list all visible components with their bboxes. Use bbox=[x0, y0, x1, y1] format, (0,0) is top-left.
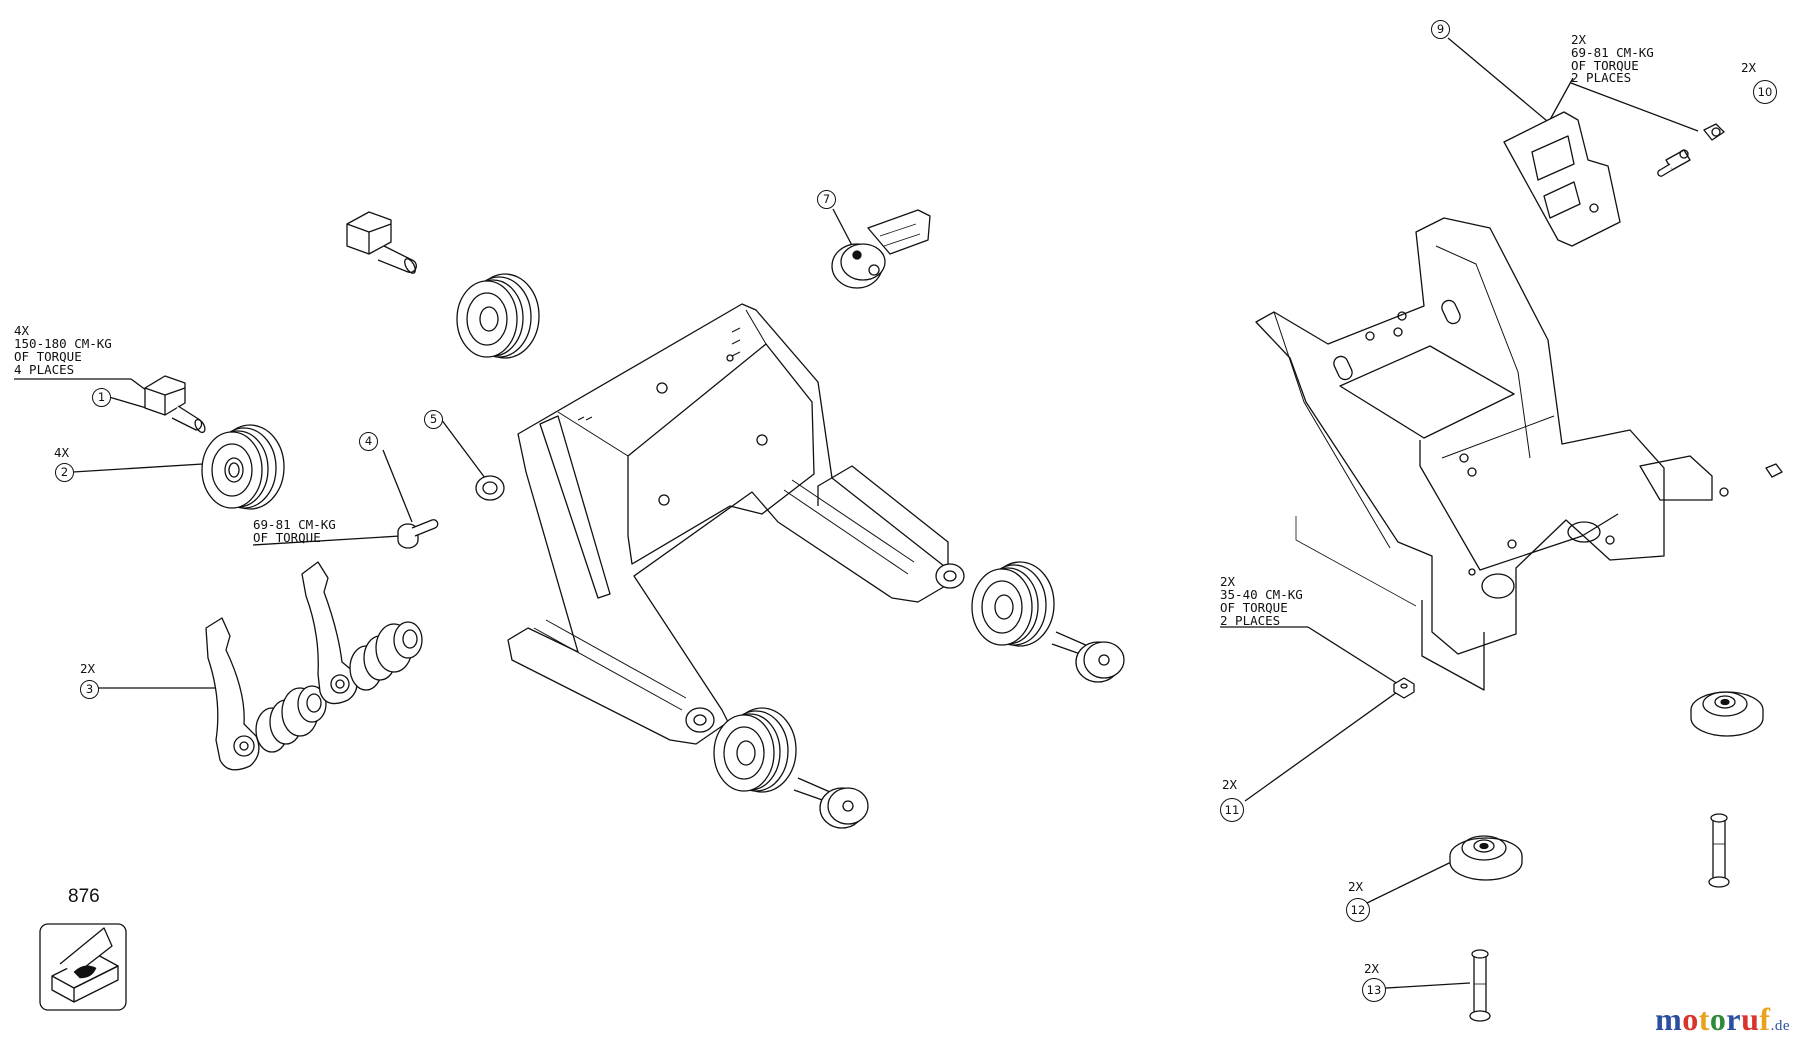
note-part-11-torque: 35-40 CM-KG bbox=[1220, 587, 1303, 602]
note-part-3-qty: 2X bbox=[80, 661, 96, 676]
shoulder-bolt-top bbox=[346, 211, 417, 274]
part-3-roller-arm-left bbox=[205, 617, 327, 771]
pulley-bottom-of-frame bbox=[713, 707, 797, 793]
note-part-1-of-torque: OF TORQUE bbox=[14, 349, 82, 364]
callout-10: 10 bbox=[1753, 80, 1777, 104]
part-12-rubber-foot-upper bbox=[1690, 691, 1764, 737]
watermark-logo: motoruf.de bbox=[1655, 1001, 1790, 1038]
part-7-lever bbox=[831, 209, 931, 289]
small-pin-right bbox=[1765, 463, 1783, 478]
note-part-10-places: 2 PLACES bbox=[1571, 70, 1632, 85]
note-part-10-of-torque: OF TORQUE bbox=[1571, 58, 1639, 73]
part-13-pin-lower bbox=[1469, 949, 1491, 1022]
pulley-top bbox=[456, 273, 540, 359]
callout-9: 9 bbox=[1431, 20, 1450, 39]
note-part-2-qty: 4X bbox=[54, 445, 70, 460]
hardware-kit-icon bbox=[39, 923, 127, 1011]
note-part-1-torque: 150-180 CM-KG bbox=[14, 336, 112, 351]
note-part-1-qty: 4X bbox=[14, 323, 30, 338]
part-3-roller-arm-right bbox=[301, 561, 423, 705]
pulley-right-of-frame bbox=[971, 561, 1055, 647]
part-12-rubber-foot-lower bbox=[1449, 835, 1523, 881]
note-part-10-torque: 69-81 CM-KG bbox=[1571, 45, 1654, 60]
callout-11: 11 bbox=[1220, 798, 1244, 822]
note-part-1-places: 4 PLACES bbox=[14, 362, 75, 377]
part-13-pin-upper bbox=[1708, 813, 1730, 888]
note-part-10-qty: 2X bbox=[1741, 60, 1757, 75]
watermark-suffix: .de bbox=[1770, 1018, 1790, 1034]
note-part-11-qty: 2X bbox=[1222, 777, 1238, 792]
part-5-washer bbox=[475, 475, 505, 501]
kit-number: 876 bbox=[68, 886, 100, 907]
main-frame bbox=[507, 303, 965, 745]
bolt-bottom-of-frame bbox=[793, 777, 869, 829]
part-4-stud bbox=[397, 519, 439, 549]
callout-5: 5 bbox=[424, 410, 443, 429]
callout-4: 4 bbox=[359, 432, 378, 451]
callout-7: 7 bbox=[817, 190, 836, 209]
note-part-4-torque: 69-81 CM-KG bbox=[253, 517, 336, 532]
watermark-name: motoruf bbox=[1655, 1001, 1771, 1037]
part-10-screws bbox=[1657, 123, 1725, 177]
note-part-11-of-torque: OF TORQUE bbox=[1220, 600, 1288, 615]
part-1-shoulder-bolt bbox=[144, 375, 206, 434]
callout-3: 3 bbox=[80, 680, 99, 699]
part-11-nut bbox=[1393, 677, 1415, 699]
part-9-gasket-plate bbox=[1503, 111, 1621, 247]
callout-12: 12 bbox=[1346, 898, 1370, 922]
base-frame-right bbox=[1255, 217, 1729, 691]
note-part-10-torque-qty: 2X bbox=[1571, 32, 1587, 47]
note-part-13-qty: 2X bbox=[1364, 961, 1380, 976]
callout-2: 2 bbox=[55, 463, 74, 482]
callout-1: 1 bbox=[92, 388, 111, 407]
callout-13: 13 bbox=[1362, 978, 1386, 1002]
bolt-right-of-frame bbox=[1051, 631, 1125, 683]
note-part-4-of-torque: OF TORQUE bbox=[253, 530, 321, 545]
note-part-12-qty: 2X bbox=[1348, 879, 1364, 894]
part-2-pulley bbox=[201, 424, 285, 510]
note-part-11-places: 2 PLACES bbox=[1220, 613, 1281, 628]
note-part-11-torque-qty: 2X bbox=[1220, 574, 1236, 589]
